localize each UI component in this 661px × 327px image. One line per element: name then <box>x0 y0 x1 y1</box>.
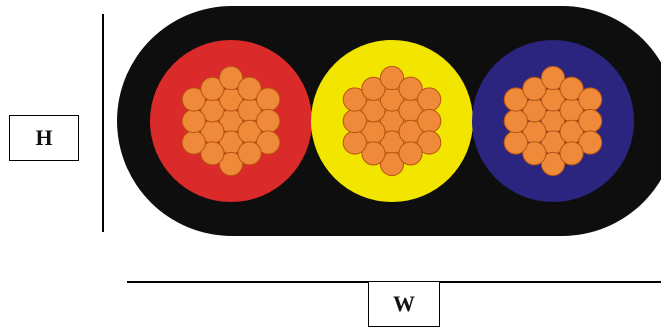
copper-strand <box>578 108 603 134</box>
copper-strand <box>218 151 244 177</box>
copper-strand <box>342 108 367 134</box>
copper-strand <box>200 141 225 166</box>
copper-strand <box>379 151 405 177</box>
copper-strand <box>578 130 603 155</box>
copper-strand <box>503 130 528 155</box>
copper-strand <box>559 76 584 101</box>
copper-strand <box>503 87 528 112</box>
copper-strand <box>398 141 423 166</box>
copper-strand <box>503 108 528 134</box>
yellow-conductor <box>311 40 473 202</box>
copper-strand <box>398 76 423 101</box>
copper-strand <box>522 76 547 101</box>
red-conductor <box>150 40 312 202</box>
copper-strand <box>578 87 603 112</box>
copper-strand <box>256 130 281 155</box>
copper-strand <box>218 65 244 91</box>
copper-strand <box>181 130 206 155</box>
copper-strand <box>559 141 584 166</box>
copper-strand <box>417 130 442 155</box>
copper-strand <box>256 87 281 112</box>
copper-strand <box>361 141 386 166</box>
copper-strand <box>417 87 442 112</box>
copper-strand <box>237 141 262 166</box>
height-label: H <box>9 115 79 161</box>
copper-strand <box>342 87 367 112</box>
copper-strand <box>181 108 206 134</box>
conductors-group <box>150 40 634 202</box>
copper-strand <box>540 151 566 177</box>
copper-strand <box>181 87 206 112</box>
copper-strand <box>237 76 262 101</box>
copper-strand <box>417 108 442 134</box>
blue-conductor <box>472 40 634 202</box>
copper-strand <box>200 76 225 101</box>
copper-strand <box>342 130 367 155</box>
copper-strand <box>522 141 547 166</box>
copper-strand <box>256 108 281 134</box>
width-label: W <box>368 282 440 327</box>
copper-strand <box>540 65 566 91</box>
copper-strand <box>379 65 405 91</box>
copper-strand <box>361 76 386 101</box>
